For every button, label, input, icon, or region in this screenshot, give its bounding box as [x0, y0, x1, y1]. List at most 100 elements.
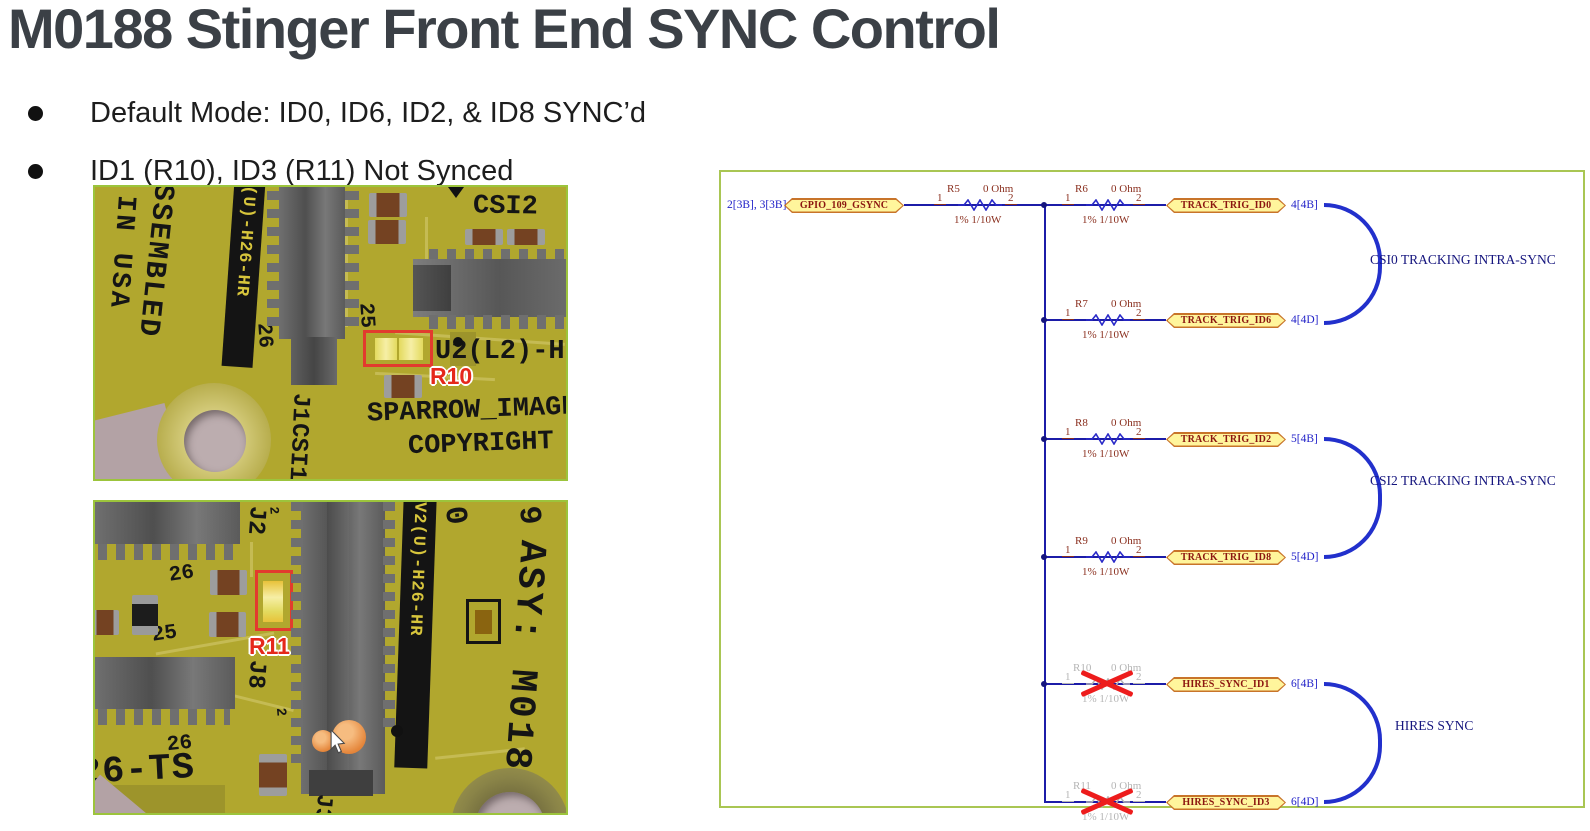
sync-arc-hires: [1324, 682, 1382, 804]
value-label: 0 Ohm: [1111, 298, 1142, 310]
capacitor-tantalum: [132, 595, 158, 635]
value-label: 0 Ohm: [1111, 183, 1142, 195]
annotation-hires: HIRES SYNC: [1395, 718, 1474, 733]
pcb-photo-r10: IN USA SSEMBLED (U)-H26-HR 26 25 CSI2 R1…: [93, 185, 568, 481]
capacitor: [95, 610, 119, 635]
connector-pins: [98, 544, 238, 560]
connector-body: [95, 502, 240, 544]
strip-text: V2(U)-H26-HR: [404, 501, 429, 637]
net-tag: TRACK_TRIG_ID8: [1166, 550, 1286, 565]
capacitor: [465, 229, 503, 245]
net-tag-label: HIRES_SYNC_ID1: [1182, 679, 1270, 690]
resistor-symbol: [1086, 199, 1130, 211]
bullet-default-mode: Default Mode: ID0, ID6, ID2, & ID8 SYNC’…: [90, 97, 647, 129]
connector-csi2-latch: [413, 265, 451, 311]
silkscreen-9: 9: [509, 503, 547, 528]
net-tag-label: GPIO_109_GSYNC: [799, 200, 889, 211]
capacitor: [210, 570, 247, 595]
solder-ball: [312, 730, 334, 752]
pcb-trace: [425, 217, 428, 262]
resistor-symbol: [1086, 551, 1130, 563]
net-tag: TRACK_TRIG_ID6: [1166, 313, 1286, 328]
value-label: 0 Ohm: [1111, 417, 1142, 429]
value-label: 0 Ohm: [983, 183, 1014, 195]
refdes-label: R11: [1073, 780, 1091, 792]
pin-label: 2: [1133, 308, 1145, 320]
net-tag: HIRES_SYNC_ID3: [1166, 795, 1286, 810]
silkscreen-copyright: COPYRIGHT ©: [407, 426, 566, 463]
pin-label: 1: [1062, 790, 1074, 802]
connector-j1-pins: [345, 191, 359, 333]
sheet-reference: 6[4D]: [1291, 796, 1319, 808]
connector-csi2-pins: [429, 315, 566, 329]
refdes-label: R8: [1075, 417, 1088, 429]
bullet-not-synced: ID1 (R10), ID3 (R11) Not Synced: [90, 155, 514, 187]
capacitor: [259, 754, 287, 796]
r10-callout: R10: [430, 363, 473, 389]
tolerance-label: 1% 1/10W: [1082, 448, 1130, 460]
pcb-trace: [250, 542, 253, 577]
component-pad: [475, 610, 492, 634]
silkscreen-assembled: SSEMBLED: [130, 185, 181, 340]
silkscreen-j2: J2: [241, 505, 270, 536]
wire: [904, 204, 1166, 206]
dnp-x-mark: [1079, 787, 1135, 816]
capacitor: [368, 220, 406, 244]
schematic-frame: 2[3B], 3[3B] GPIO_109_GSYNC R5 0 Ohm 1 2…: [719, 170, 1585, 823]
via-dot: [453, 337, 463, 347]
pin-label: 1: [1062, 545, 1074, 557]
pin-label: 2: [1133, 672, 1145, 684]
capacitor: [369, 193, 407, 217]
pin-number-2: 2: [271, 707, 289, 717]
resistor-symbol-r5: [958, 199, 1002, 211]
refdes-label: R10: [1073, 662, 1092, 674]
pin-label: 2: [1133, 193, 1145, 205]
connector-j8-pins: [98, 709, 230, 725]
silkscreen-0: 0: [435, 503, 473, 528]
pin-number-26: 26: [167, 561, 196, 588]
bullet-dot: [28, 106, 43, 121]
page-title: M0188 Stinger Front End SYNC Control: [8, 0, 1001, 60]
component-outline: [466, 599, 501, 644]
tolerance-label: 1% 1/10W: [1082, 566, 1130, 578]
r10-pad: [399, 338, 423, 360]
net-tag-label: TRACK_TRIG_ID2: [1180, 434, 1272, 445]
sheet-reference: 4[4D]: [1291, 314, 1319, 326]
pin-label: 2: [1133, 427, 1145, 439]
value-label: 0 Ohm: [1111, 780, 1142, 792]
junction-dot: [1041, 681, 1047, 687]
pin-number-2: 2: [266, 505, 282, 516]
r10-pad: [375, 338, 397, 360]
sheet-reference: 5[4D]: [1291, 551, 1319, 563]
refdes-label: R7: [1075, 298, 1088, 310]
bullet-dot: [28, 164, 43, 179]
value-label: 0 Ohm: [1111, 535, 1142, 547]
pin-label: 2: [1005, 193, 1017, 205]
silkscreen-in-usa: IN USA: [102, 194, 140, 312]
bus-wire: [1044, 205, 1046, 803]
value-label: 0 Ohm: [1111, 662, 1142, 674]
connector-j1-body: [279, 187, 345, 339]
strip-text: (U)-H26-HR: [231, 185, 259, 298]
sheet-reference: 4[4B]: [1291, 199, 1318, 211]
connector-j8-body: [95, 657, 235, 709]
mouse-cursor: [330, 730, 346, 754]
tolerance-label: 1% 1/10W: [1082, 214, 1130, 226]
pin-label: 1: [1062, 427, 1074, 439]
net-tag: TRACK_TRIG_ID0: [1166, 198, 1286, 213]
resistor-symbol: [1086, 433, 1130, 445]
sheet-reference: 2[3B], 3[3B]: [727, 199, 787, 211]
net-tag: TRACK_TRIG_ID2: [1166, 432, 1286, 447]
silkscreen-j1: J1: [285, 392, 314, 423]
junction-dot: [1041, 554, 1047, 560]
connector-j3-tip: [309, 770, 373, 796]
pin-label: 2: [1133, 545, 1145, 557]
silkscreen-asy: ASY: M0188: [492, 538, 553, 800]
tolerance-label: 1% 1/10W: [1082, 693, 1130, 705]
pin-label: 1: [934, 193, 946, 205]
r10-highlight-box: [363, 330, 433, 367]
net-tag-label: TRACK_TRIG_ID8: [1180, 552, 1272, 563]
junction-dot: [1041, 436, 1047, 442]
net-tag: HIRES_SYNC_ID1: [1166, 677, 1286, 692]
tolerance-label: 1% 1/10W: [1082, 811, 1130, 823]
